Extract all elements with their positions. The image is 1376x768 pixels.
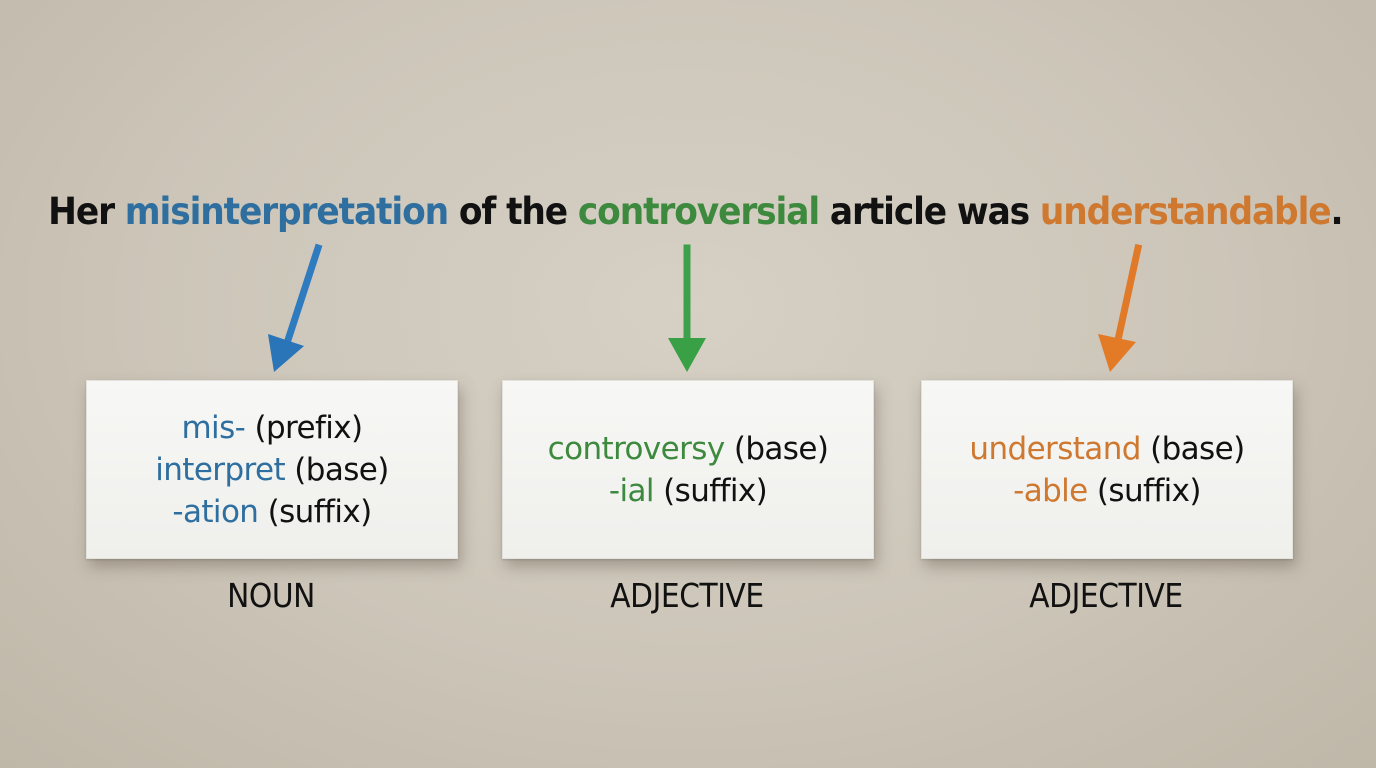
highlighted-word-understandable: understandable — [1039, 190, 1332, 233]
morpheme-base: interpret — [155, 451, 286, 488]
morpheme-suffix: -able — [1013, 472, 1088, 509]
morpheme-suffix: -ation — [172, 493, 259, 530]
morpheme-role: (base) — [724, 430, 829, 467]
sentence-text: article was — [819, 190, 1040, 233]
morpheme-card-understandable: understand (base) -able (suffix) — [921, 380, 1293, 559]
morpheme-base: understand — [969, 430, 1141, 467]
morpheme-role: (suffix) — [258, 493, 373, 530]
part-of-speech-label-adjective: ADJECTIVE — [610, 576, 764, 615]
sentence-period: . — [1330, 190, 1343, 233]
morpheme-line-suffix: -ation (suffix) — [172, 491, 373, 533]
morpheme-base: controversy — [547, 430, 726, 467]
highlighted-word-misinterpretation: misinterpretation — [124, 190, 449, 233]
morpheme-role: (prefix) — [245, 409, 363, 446]
morpheme-role: (suffix) — [653, 472, 768, 509]
part-of-speech-label-noun: NOUN — [227, 576, 315, 615]
morpheme-role: (base) — [1140, 430, 1245, 467]
morpheme-line-suffix: -able (suffix) — [1013, 470, 1201, 512]
morpheme-line-suffix: -ial (suffix) — [608, 470, 768, 512]
morpheme-line-base: understand (base) — [969, 428, 1245, 470]
morpheme-suffix: -ial — [608, 472, 655, 509]
part-of-speech-label-adjective: ADJECTIVE — [1029, 576, 1183, 615]
morpheme-prefix: mis- — [181, 409, 246, 446]
morpheme-role: (suffix) — [1087, 472, 1202, 509]
morpheme-card-controversial: controversy (base) -ial (suffix) — [502, 380, 874, 559]
example-sentence: Her misinterpretation of the controversi… — [48, 190, 1343, 233]
blue-arrow-icon — [268, 243, 323, 372]
sentence-text: Her — [48, 190, 125, 233]
morpheme-line-base: interpret (base) — [155, 449, 389, 491]
green-arrow-icon — [668, 244, 706, 372]
orange-arrow-icon — [1098, 243, 1143, 372]
morpheme-line-prefix: mis- (prefix) — [181, 407, 363, 449]
morpheme-role: (base) — [285, 451, 389, 488]
highlighted-word-controversial: controversial — [577, 190, 820, 233]
morpheme-card-misinterpretation: mis- (prefix) interpret (base) -ation (s… — [86, 380, 458, 559]
sentence-text: of the — [447, 190, 578, 233]
morpheme-line-base: controversy (base) — [548, 428, 829, 470]
